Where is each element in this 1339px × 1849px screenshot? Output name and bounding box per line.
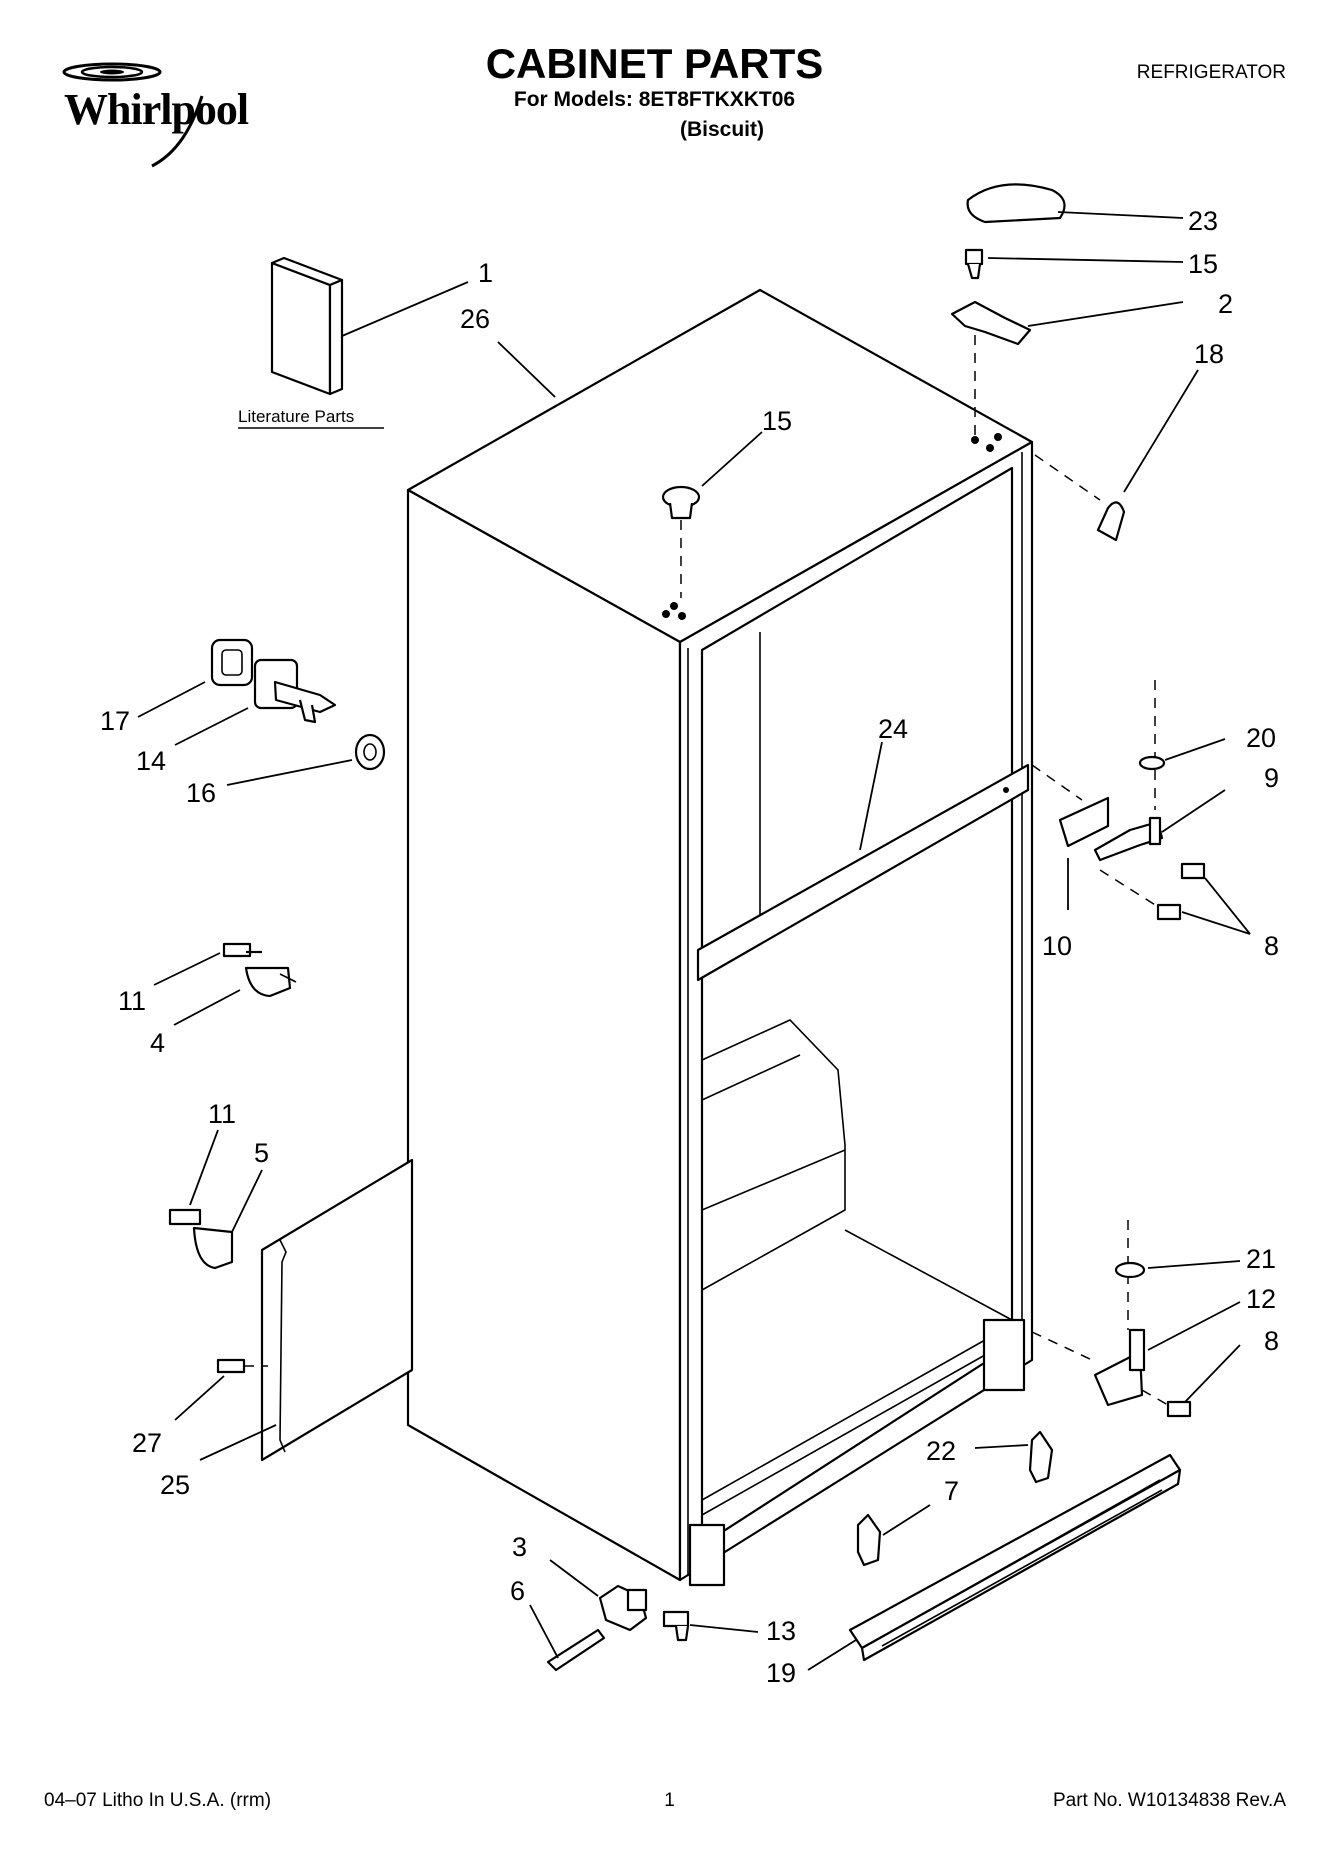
callout-8-lower: 8 [1264,1326,1279,1356]
print-info: 04–07 Litho In U.S.A. (rrm) [44,1790,272,1811]
hinge-bracket-18 [1034,454,1126,542]
color-line: (Biscuit) [680,118,764,141]
callout-13: 13 [766,1616,796,1646]
callout-27: 27 [132,1428,162,1458]
clamp-group-upper [222,942,297,998]
models-line: For Models: 8ET8FTKXKT06 [513,88,796,111]
callout-11-lower: 11 [208,1099,236,1129]
leveling-leg-group [546,1584,690,1672]
center-hinge-group [1031,680,1206,921]
whirlpool-swirl-icon [62,62,204,168]
category-label: REFRIGERATOR [1136,62,1286,83]
callout-17: 17 [100,706,130,736]
hinge-cover [966,183,1066,224]
callout-10: 10 [1042,931,1072,961]
literature-parts-label: Literature Parts [238,407,354,426]
cabinet-shell [406,288,1034,1587]
clip-22 [1028,1430,1054,1484]
clip-7 [856,1513,882,1567]
callout-labels: 1 26 15 23 15 2 18 17 14 16 24 20 9 10 8… [100,206,1279,1688]
callout-15-top: 15 [762,406,792,436]
callout-11-upper: 11 [118,986,146,1016]
callout-14: 14 [136,746,166,776]
callout-15-hinge: 15 [1188,249,1218,279]
callout-19: 19 [766,1658,796,1688]
top-hinge [950,248,1032,440]
callout-9: 9 [1264,763,1279,793]
whirlpool-logo: Whirlpool [52,58,292,168]
top-plug [661,485,701,598]
page-number: 1 [664,1790,675,1811]
callout-2: 2 [1218,289,1233,319]
brand-wordmark: Whirlpool [64,85,249,134]
cam-shaft-group [210,638,386,771]
page-title: CABINET PARTS [485,40,824,87]
callout-20: 20 [1246,723,1276,753]
callout-26: 26 [460,304,490,334]
back-panel [216,1158,414,1462]
callout-5: 5 [254,1138,269,1168]
divider-bar [696,763,1030,982]
callout-24: 24 [878,714,908,744]
leader-lines [137,211,1251,1671]
callout-8-upper: 8 [1264,931,1279,961]
toe-grille [848,1453,1182,1662]
callout-7: 7 [944,1476,959,1506]
callout-18: 18 [1194,339,1224,369]
callout-1: 1 [478,258,493,288]
callout-3: 3 [512,1532,527,1562]
callout-21: 21 [1246,1244,1276,1274]
part-number: Part No. W10134838 Rev.A [1052,1790,1286,1811]
callout-23: 23 [1188,206,1218,236]
callout-22: 22 [926,1436,956,1466]
callout-12: 12 [1246,1284,1276,1314]
clamp-group-lower [168,1208,234,1270]
callout-4: 4 [150,1028,165,1058]
callout-16: 16 [186,778,216,808]
bottom-hinge-group [1031,1220,1192,1418]
callout-6: 6 [510,1576,525,1606]
callout-25: 25 [160,1470,190,1500]
literature-booklet [270,256,344,396]
